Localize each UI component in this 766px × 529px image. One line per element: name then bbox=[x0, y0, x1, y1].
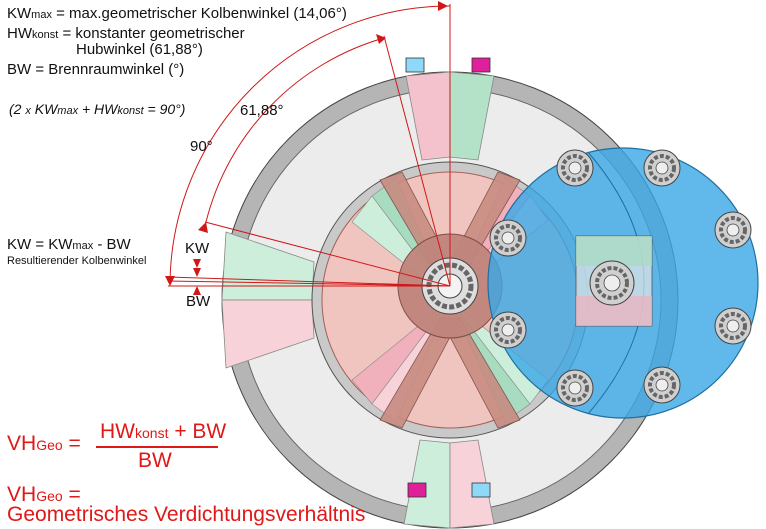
angle-label-90: 90° bbox=[190, 138, 213, 155]
arc-90deg bbox=[169, 5, 451, 287]
arc-61-88deg bbox=[205, 37, 385, 223]
cam-bearing-balls bbox=[494, 154, 747, 402]
legend-hwkonst: HWkonst = konstanter geometrischer bbox=[7, 25, 245, 42]
legend-equation: (2 x KWmax + HWkonst = 90°) bbox=[9, 101, 186, 117]
kw-formula: KW = KWmax - BW bbox=[7, 236, 131, 253]
vh-definition-text: Geometrisches Verdichtungsverhältnis bbox=[7, 503, 366, 526]
sector-left-pink bbox=[221, 299, 315, 369]
vh-definition-lhs: VHGeo = bbox=[7, 483, 81, 506]
legend-kwmax: KWmax = max.geometrischer Kolbenwinkel (… bbox=[7, 5, 347, 22]
kw-formula-caption: Resultierender Kolbenwinkel bbox=[7, 255, 147, 267]
marker-top-magenta bbox=[471, 57, 491, 73]
legend-bw: BW = Brennraumwinkel (°) bbox=[7, 61, 185, 78]
vh-formula-lhs: VHGeo = bbox=[7, 432, 81, 455]
angle-label-bw: BW bbox=[186, 293, 211, 310]
marker-top-cyan bbox=[405, 57, 425, 73]
marker-bottom-magenta bbox=[407, 482, 427, 498]
vh-formula-fraction-bar bbox=[96, 446, 218, 448]
marker-bottom-cyan bbox=[471, 482, 491, 498]
angle-label-61-88: 61,88° bbox=[240, 102, 284, 119]
vh-formula-numerator: HWkonst + BW bbox=[100, 420, 227, 443]
legend-hwkonst-cont: Hubwinkel (61,88°) bbox=[76, 41, 203, 58]
vh-formula-denominator: BW bbox=[138, 449, 172, 472]
angle-construction-lines bbox=[167, 4, 451, 287]
angle-arrows bbox=[165, 1, 448, 295]
angle-label-kw: KW bbox=[185, 240, 210, 257]
